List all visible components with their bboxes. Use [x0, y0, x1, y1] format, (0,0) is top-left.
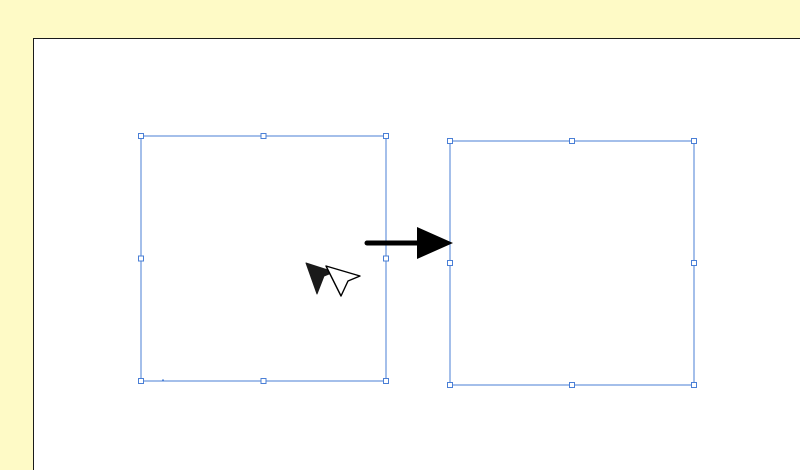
- anchor-point: [162, 379, 164, 382]
- selection-handle[interactable]: [383, 133, 389, 139]
- direct-selection-pointer-icon: [305, 262, 361, 297]
- selection-handle[interactable]: [138, 378, 144, 384]
- selection-handle[interactable]: [569, 138, 575, 144]
- selection-handle[interactable]: [138, 133, 144, 139]
- selection-handle[interactable]: [569, 382, 575, 388]
- selection-handle[interactable]: [383, 378, 389, 384]
- selection-handle[interactable]: [447, 382, 453, 388]
- original-rectangle-outline[interactable]: [140, 135, 387, 382]
- cursor-ghost-arrow: [325, 265, 361, 297]
- moved-rectangle[interactable]: [447, 138, 697, 388]
- original-rectangle[interactable]: [138, 133, 389, 384]
- artboard-canvas[interactable]: [33, 38, 800, 470]
- selection-handle[interactable]: [691, 382, 697, 388]
- selection-handle[interactable]: [260, 378, 267, 384]
- moved-rectangle-outline[interactable]: [449, 140, 695, 386]
- selection-handle[interactable]: [138, 255, 144, 262]
- selection-handle[interactable]: [691, 260, 697, 266]
- cursor-dark-arrow: [305, 262, 335, 295]
- selection-handle[interactable]: [691, 138, 697, 144]
- right-arrow-icon: [364, 227, 453, 259]
- selection-handle[interactable]: [447, 138, 453, 144]
- selection-handle[interactable]: [447, 260, 453, 266]
- selection-handle[interactable]: [260, 133, 267, 139]
- selection-handle[interactable]: [383, 255, 389, 262]
